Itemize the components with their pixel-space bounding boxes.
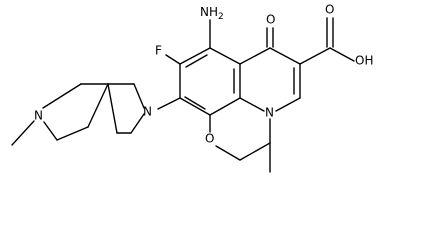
bond-c2-n1 [275, 97, 301, 112]
chemical-structure-diagram: NH2 F O O OH N O N N [11, 3, 373, 173]
bond-ch2-n [130, 113, 145, 134]
bond-c8a-c4 [239, 47, 271, 65]
bond-cooh-oh [329, 47, 355, 62]
bond-c3-cooh [299, 47, 331, 65]
acid-carbonyl-oxygen-label: O [325, 3, 334, 17]
bond-c11-spiro-n [157, 97, 181, 110]
bond-c10-c11 [179, 97, 211, 116]
bond-ch2-b-ch2 [56, 126, 89, 141]
atom-label-layer: NH2 F O O OH N O N N [34, 3, 373, 146]
bond-aromatic-2 [184, 96, 206, 110]
spiro-nitrogen-attached-label: N [143, 105, 152, 119]
ring-oxygen-label: O [205, 132, 214, 146]
bond-c9-c10 [209, 97, 241, 116]
bond-c4-c3 [269, 47, 301, 65]
bond-c8-c8a [209, 47, 241, 65]
bond-layer [11, 17, 355, 173]
bond-aromatic-3 [185, 54, 208, 68]
acid-hydroxyl-label: OH [355, 54, 373, 68]
bond-o-ch2 [215, 145, 241, 161]
spiro-nitrogen-methyl-label: N [34, 109, 43, 123]
bond-n-ch2-top [133, 83, 145, 109]
amino-label: NH2 [200, 5, 224, 22]
fluoro-label: F [155, 44, 162, 58]
ketone-oxygen-label: O [266, 13, 275, 27]
bond-n-methyl [11, 120, 35, 146]
bond-spiro-ch2-bottom [107, 83, 118, 134]
bond-c12-c8 [179, 47, 211, 65]
bond-spiro-ch2-b [87, 83, 109, 128]
bond-c12-fluoro [165, 54, 181, 65]
bond-ch2-a-n [42, 83, 82, 109]
bond-n1-c9 [239, 97, 265, 112]
bond-ch2-ch [239, 142, 271, 161]
bond-ch2-n-b [43, 121, 58, 141]
core-nitrogen-label: N [265, 106, 274, 120]
